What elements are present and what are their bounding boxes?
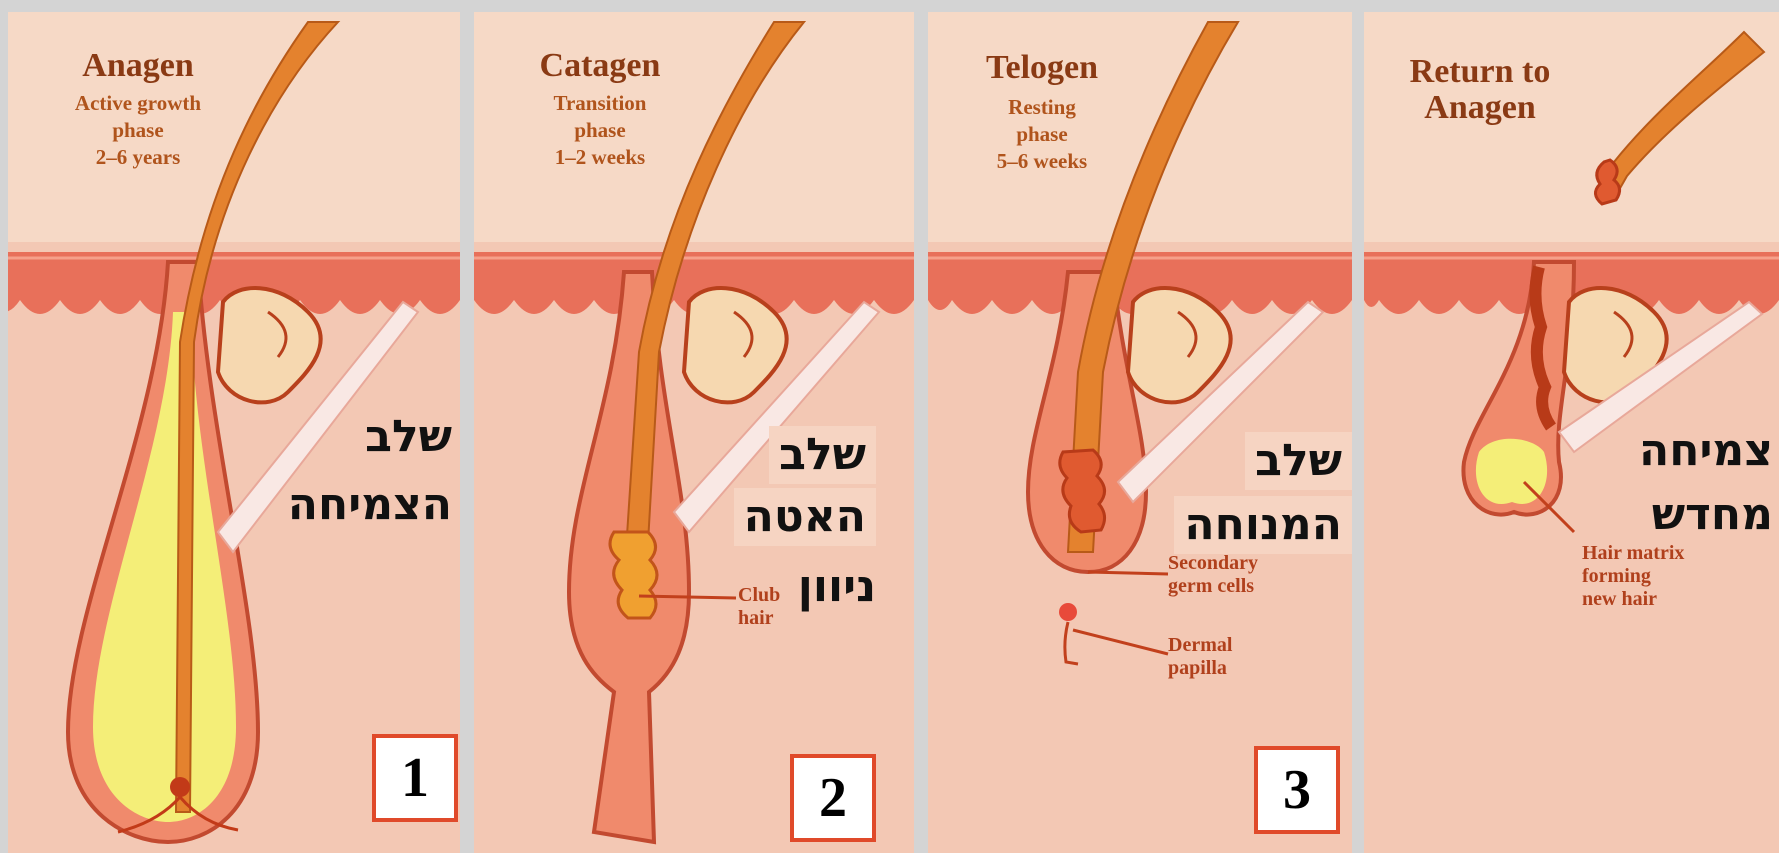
club-hair-pointer (639, 596, 736, 598)
dermal-papilla (170, 777, 190, 797)
phase-subtitle: Transition phase 1–2 weeks (480, 90, 720, 171)
dermal-papilla-label: Dermal papilla (1168, 634, 1232, 680)
hebrew-label-line2: המנוחה (1174, 496, 1352, 554)
dermal-papilla (1059, 603, 1077, 621)
hebrew-label-line1: שלב (769, 426, 876, 484)
hair-matrix-label: Hair matrix forming new hair (1582, 542, 1684, 611)
stage-number-badge: 2 (790, 754, 876, 842)
panel-anagen: Anagen Active growth phase 2–6 years שלב… (8, 12, 460, 853)
stage-number-badge: 3 (1254, 746, 1340, 834)
phase-subtitle: Active growth phase 2–6 years (18, 90, 258, 171)
phase-title: Telogen (928, 50, 1162, 86)
germ-cells-pointer (1088, 572, 1168, 574)
club-hair (610, 532, 657, 618)
hebrew-label-line2: מחדש (1652, 486, 1773, 544)
panel-catagen: Catagen Transition phase 1–2 weeks שלב ה… (474, 12, 914, 853)
hebrew-label-line3: ניוון (798, 558, 876, 616)
panel-return-to-anagen: Return to Anagen צמיחה מחדש Hair matrix … (1364, 12, 1779, 853)
phase-subtitle: Resting phase 5–6 weeks (928, 94, 1162, 175)
hebrew-label-line2: האטה (734, 488, 876, 546)
phase-title: Return to Anagen (1364, 54, 1600, 126)
hebrew-label-line1: צמיחה (1639, 422, 1773, 480)
phase-title: Catagen (480, 48, 720, 84)
club-hair-label: Club hair (738, 584, 780, 630)
stage-number-badge: 1 (372, 734, 458, 822)
phase-title: Anagen (18, 48, 258, 84)
panel-telogen: Telogen Resting phase 5–6 weeks שלב המנו… (928, 12, 1352, 853)
hebrew-label-line1: שלב (1245, 432, 1352, 490)
secondary-germ-cells-label: Secondary germ cells (1168, 552, 1258, 598)
hebrew-label-line1: שלב (365, 408, 452, 466)
hebrew-label-line2: הצמיחה (288, 476, 452, 534)
